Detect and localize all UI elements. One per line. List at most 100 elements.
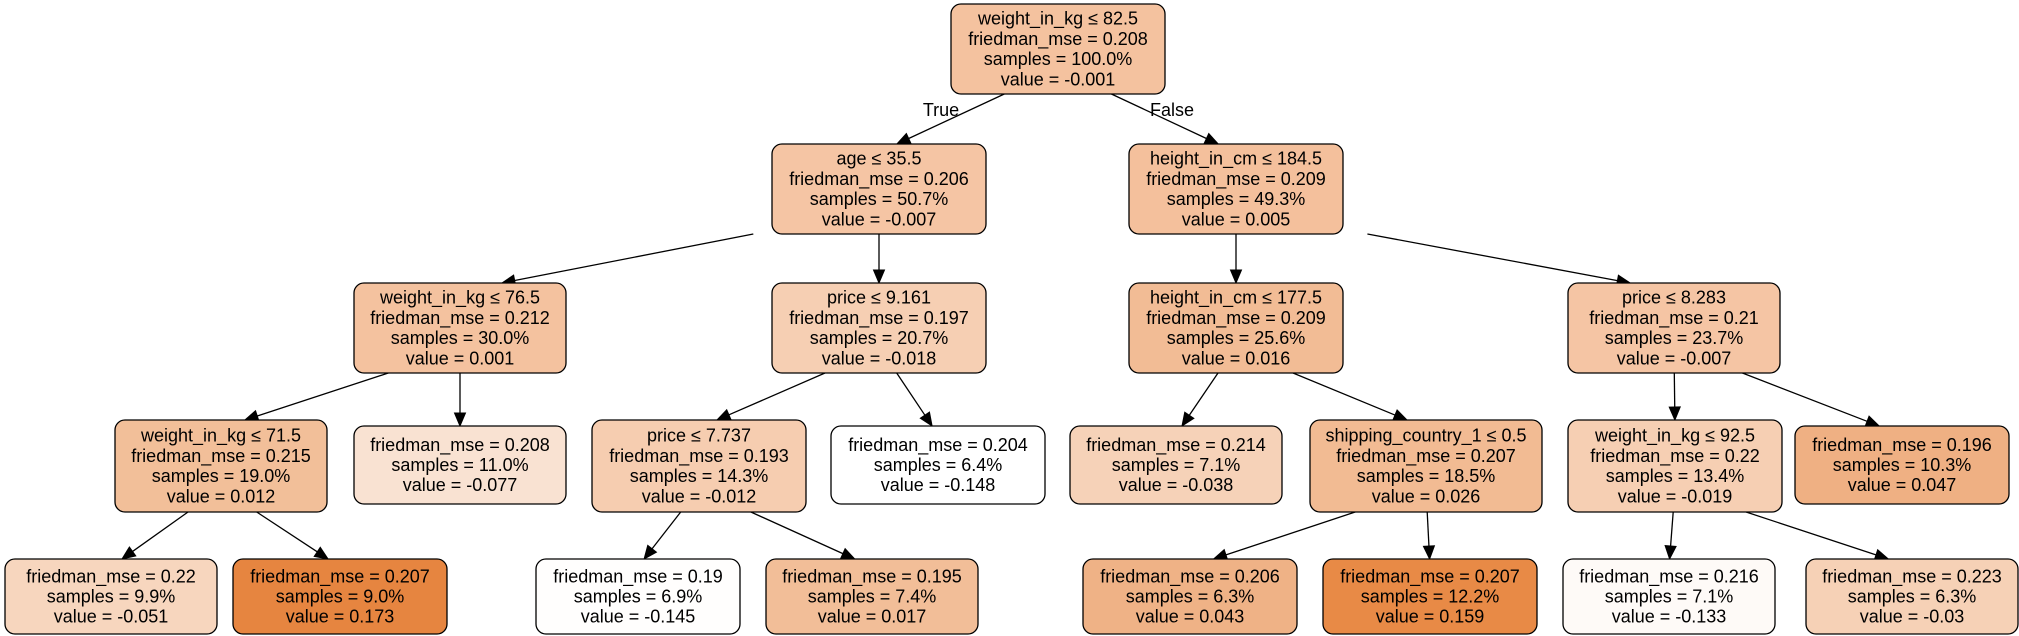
edge-line [256,511,318,553]
edge-line [514,233,754,282]
edge-arrow [1229,234,1243,285]
node-box [114,419,328,513]
edge-line [728,372,826,416]
edge-arrow [1742,372,1881,427]
node-line: friedman_mse = 0.196 [1812,435,1992,456]
node-line: friedman_mse = 0.193 [609,446,789,467]
node-box [1567,419,1783,513]
edge-line [908,93,1005,140]
node-line: samples = 13.4% [1606,466,1745,486]
node-line: age ≤ 35.5 [837,149,922,169]
node-box [591,419,807,513]
edge-line [1367,233,1618,282]
node-line: friedman_mse = 0.209 [1146,169,1326,190]
edge-line [257,372,389,417]
node-line: value = 0.016 [1182,348,1291,368]
arrowhead [1181,411,1195,428]
node-line: samples = 30.0% [391,328,530,348]
node-line: friedman_mse = 0.19 [553,566,723,587]
node-box [1567,282,1781,374]
edge-line [1188,372,1219,416]
node-line: value = -0.051 [54,607,169,627]
node-line: samples = 7.4% [808,587,937,607]
node-line: samples = 100.0% [984,49,1133,69]
node-box [1309,419,1543,513]
node-line: samples = 49.3% [1167,189,1306,209]
edge-arrow [120,511,189,560]
node-line: value = 0.047 [1848,475,1957,495]
node-line: height_in_cm ≤ 177.5 [1150,288,1322,309]
node-line: samples = 25.6% [1167,328,1306,348]
node-line: friedman_mse = 0.214 [1086,435,1266,456]
edge-arrow [896,372,933,428]
node-line: value = -0.145 [581,607,696,627]
node-box [353,425,567,505]
edge-arrow [453,373,467,428]
node-line: value = -0.007 [1617,348,1732,368]
arrowhead [313,546,330,560]
node-box [1082,558,1298,635]
node-line: friedman_mse = 0.208 [968,29,1148,50]
node-line: value = 0.005 [1182,209,1291,229]
edge-line [1292,372,1396,416]
node-line: samples = 14.3% [630,466,769,486]
node-line: friedman_mse = 0.206 [1100,566,1280,587]
node-line: friedman_mse = 0.207 [1336,446,1516,467]
edge-arrow [1745,511,1890,561]
node-box [1794,425,2010,505]
arrowhead [1229,269,1243,285]
node-line: friedman_mse = 0.207 [1340,566,1520,587]
node-box [535,558,741,635]
node-box [1128,143,1344,235]
node-line: value = -0.03 [1860,607,1965,627]
edge-arrow [715,372,826,421]
node-box [1805,558,2019,635]
node-line: samples = 9.9% [47,587,176,607]
edge-arrow: True [895,93,1005,145]
node-box [1069,425,1283,505]
arrowhead [1392,409,1409,421]
edge-arrow [750,511,856,560]
node-line: samples = 10.3% [1833,455,1972,475]
node-line: samples = 7.1% [1112,455,1241,475]
node-line: value = 0.017 [818,607,927,627]
node-box [4,558,218,635]
node-line: samples = 19.0% [152,466,291,486]
node-line: weight_in_kg ≤ 82.5 [977,9,1138,30]
edge-arrow [1664,511,1677,561]
node-line: samples = 12.2% [1361,587,1500,607]
node-line: value = 0.043 [1136,607,1245,627]
node-line: friedman_mse = 0.215 [131,446,311,467]
node-line: value = 0.159 [1376,607,1485,627]
node-line: samples = 20.7% [810,328,949,348]
arrowhead [895,132,912,145]
node-line: height_in_cm ≤ 184.5 [1150,149,1322,170]
edge-arrow: False [1111,93,1220,145]
node-line: friedman_mse = 0.209 [1146,308,1326,329]
node-line: samples = 6.3% [1126,587,1255,607]
node-box [950,3,1166,95]
edge-line [1426,511,1430,547]
node-line: friedman_mse = 0.195 [782,566,962,587]
node-line: value = 0.001 [406,348,515,368]
edge-line [651,511,682,550]
node-line: friedman_mse = 0.22 [1590,446,1760,467]
node-line: friedman_mse = 0.208 [370,435,550,456]
arrowhead [643,544,658,561]
arrowhead [1668,406,1681,422]
true-branch-label: True [923,100,959,120]
node-box [232,558,448,635]
node-line: samples = 7.1% [1605,587,1734,607]
